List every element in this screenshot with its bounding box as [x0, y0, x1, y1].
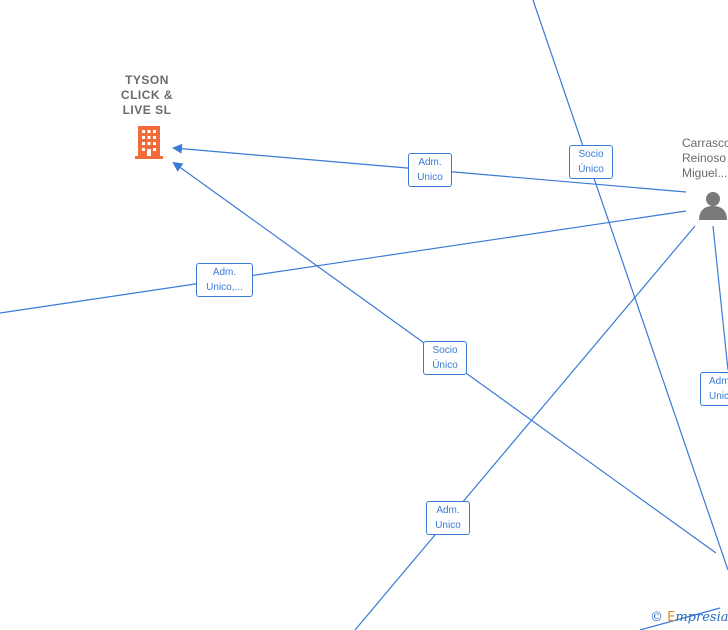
person-name[interactable]: Carrasco Reinoso Miguel... — [682, 136, 728, 180]
edge-label-adm-unico[interactable]: Adm. Unico — [700, 372, 728, 406]
edge-label-adm-unico[interactable]: Adm. Unico — [408, 153, 452, 187]
edge-label-adm-unico-more[interactable]: Adm. Unico,... — [196, 263, 253, 297]
copyright-icon: © — [650, 610, 663, 625]
empresia-watermark: © Empresia — [650, 610, 728, 625]
edge-label-socio-unico[interactable]: Socio Único — [569, 145, 613, 179]
edge-person-down-left — [354, 225, 696, 630]
brand-name: mpresia — [675, 610, 728, 625]
company-name[interactable]: TYSON CLICK & LIVE SL — [120, 73, 174, 117]
brand-initial: E — [667, 610, 676, 625]
building-icon[interactable] — [133, 124, 165, 165]
edge-left-to-person — [0, 210, 687, 314]
edge-label-adm-unico[interactable]: Adm. Unico — [426, 501, 470, 535]
person-icon[interactable] — [698, 190, 728, 225]
edge-label-socio-unico[interactable]: Socio Único — [423, 341, 467, 375]
edge-person-down-right — [712, 225, 728, 371]
edge-bottom-right — [639, 607, 721, 630]
edge-socio-unico-top — [532, 0, 728, 571]
